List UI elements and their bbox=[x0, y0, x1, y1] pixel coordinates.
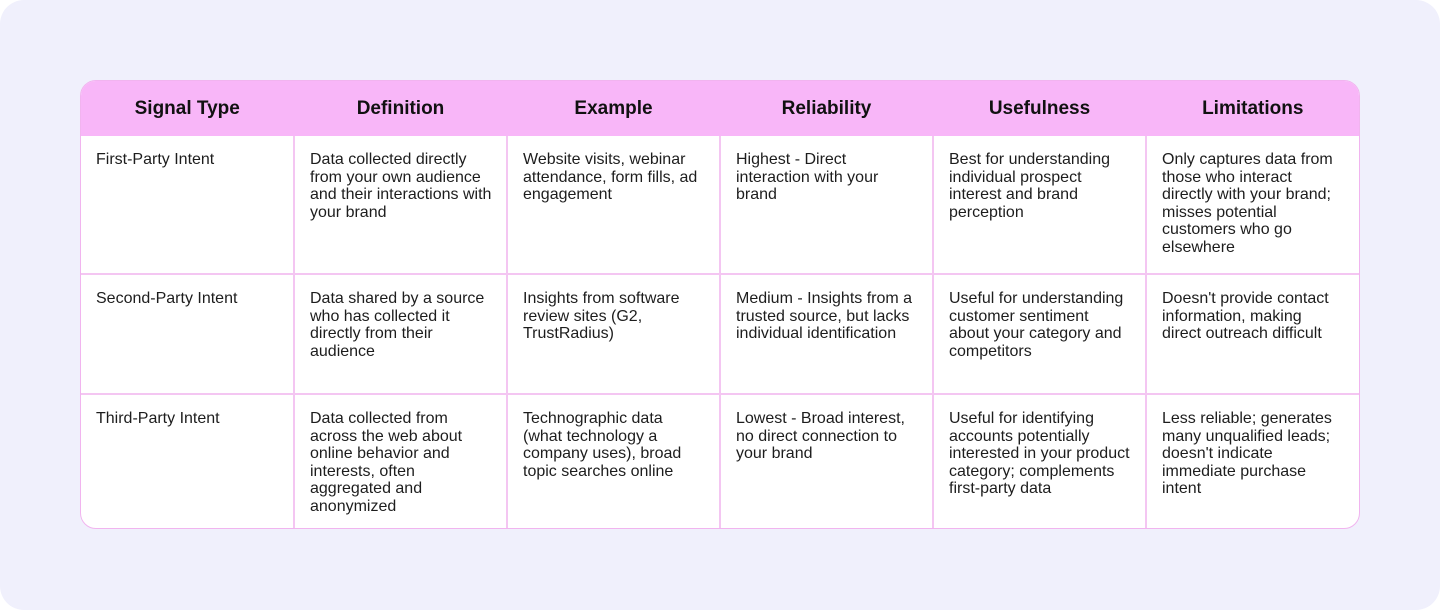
header-example: Example bbox=[506, 81, 720, 136]
cell-definition: Data shared by a source who has collecte… bbox=[293, 273, 507, 394]
cell-signal-type: First-Party Intent bbox=[96, 151, 215, 168]
cell-signal-type: Second-Party Intent bbox=[81, 273, 294, 394]
cell-example: Insights from software review sites (G2,… bbox=[506, 273, 720, 394]
cell-definition: Data collected directly from your own au… bbox=[293, 136, 507, 274]
cell-reliability: Medium - Insights from a trusted source,… bbox=[719, 273, 933, 394]
cell-reliability: Lowest - Broad interest, no direct conne… bbox=[719, 393, 933, 528]
header-definition: Definition bbox=[293, 81, 507, 136]
cell-example: Website visits, webinar attendance, form… bbox=[506, 136, 720, 274]
header-limitations: Limitations bbox=[1145, 81, 1359, 136]
header-usefulness: Usefulness bbox=[932, 81, 1146, 136]
table-header-row: Signal Type Definition Example Reliabili… bbox=[81, 81, 1359, 136]
cell-usefulness: Best for understanding individual prospe… bbox=[932, 136, 1146, 274]
cell-usefulness: Useful for understanding customer sentim… bbox=[932, 273, 1146, 394]
cell-definition: Data collected from across the web about… bbox=[293, 393, 507, 528]
cell-limitations: Only captures data from those who intera… bbox=[1145, 136, 1359, 274]
intent-signal-table: Signal Type Definition Example Reliabili… bbox=[81, 81, 1359, 528]
cell-limitations: Less reliable; generates many unqualifie… bbox=[1145, 393, 1359, 528]
cell-limitations: Doesn't provide contact information, mak… bbox=[1145, 273, 1359, 394]
cell-usefulness: Useful for identifying accounts potentia… bbox=[932, 393, 1146, 528]
cell-example: Technographic data (what technology a co… bbox=[506, 393, 720, 528]
intent-signal-table-card: Signal Type Definition Example Reliabili… bbox=[80, 80, 1360, 529]
table-row: Second-Party Intent Data shared by a sou… bbox=[81, 273, 1359, 394]
header-reliability: Reliability bbox=[719, 81, 933, 136]
header-signal-type: Signal Type bbox=[134, 97, 240, 119]
cell-signal-type: Third-Party Intent bbox=[81, 393, 294, 528]
cell-reliability: Highest - Direct interaction with your b… bbox=[719, 136, 933, 274]
table-row: First-Party Intent Data collected direct… bbox=[81, 136, 1359, 274]
table-row: Third-Party Intent Data collected from a… bbox=[81, 393, 1359, 528]
